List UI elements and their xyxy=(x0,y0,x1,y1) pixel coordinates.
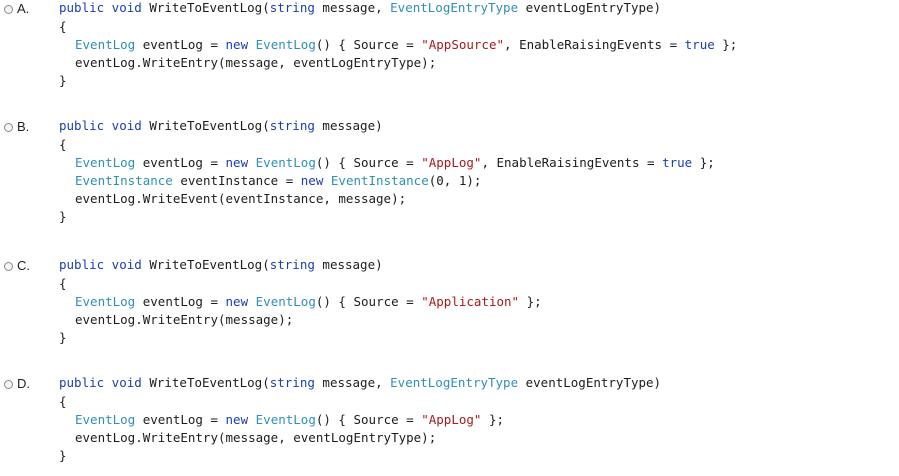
code-line: eventLog.WriteEntry(message, eventLogEnt… xyxy=(75,430,436,446)
code-line: public void WriteToEventLog(string messa… xyxy=(59,257,383,273)
code-text: }; xyxy=(519,294,542,309)
code-text: WriteToEventLog( xyxy=(149,118,270,133)
code-type-name: EventLog xyxy=(255,412,316,427)
code-keyword: string xyxy=(269,0,315,15)
code-keyword: string xyxy=(269,118,315,133)
code-text: eventLogEntryType) xyxy=(518,0,662,15)
option-d-radio-button[interactable] xyxy=(4,380,13,389)
code-keyword: public void xyxy=(59,0,150,15)
code-keyword: public void xyxy=(59,118,150,133)
code-keyword: true xyxy=(662,155,693,170)
option-c-radio-button[interactable] xyxy=(4,262,13,271)
code-text: eventLog = xyxy=(135,37,226,52)
code-text: eventLog.WriteEntry(message); xyxy=(75,312,294,327)
code-text: { xyxy=(59,276,67,291)
code-line: EventLog eventLog = new EventLog() { Sou… xyxy=(75,37,737,53)
code-string-literal: "AppSource" xyxy=(421,37,505,52)
code-type-name: EventLog xyxy=(75,412,136,427)
code-type-name: EventLog xyxy=(75,155,136,170)
code-keyword: new xyxy=(225,37,256,52)
code-type-name: EventLog xyxy=(255,37,316,52)
code-text: WriteToEventLog( xyxy=(149,257,270,272)
code-line: { xyxy=(59,394,67,410)
code-text: eventLog.WriteEntry(message, eventLogEnt… xyxy=(75,55,437,70)
code-line: EventLog eventLog = new EventLog() { Sou… xyxy=(75,412,504,428)
code-text: { xyxy=(59,19,67,34)
code-text: } xyxy=(59,209,67,224)
code-text: eventLog = xyxy=(135,412,226,427)
code-type-name: EventLog xyxy=(75,294,136,309)
code-text: () { Source = xyxy=(315,294,422,309)
code-line: { xyxy=(59,19,67,35)
code-text: { xyxy=(59,394,67,409)
code-text: { xyxy=(59,137,67,152)
code-line: public void WriteToEventLog(string messa… xyxy=(59,375,661,391)
code-keyword: public void xyxy=(59,257,150,272)
code-text: (0, 1); xyxy=(428,173,482,188)
code-text: }; xyxy=(692,155,715,170)
code-keyword: new xyxy=(225,412,256,427)
code-keyword: public void xyxy=(59,375,150,390)
code-type-name: EventLogEntryType xyxy=(390,375,519,390)
code-line: EventLog eventLog = new EventLog() { Sou… xyxy=(75,294,542,310)
code-text: WriteToEventLog( xyxy=(149,0,270,15)
code-line: { xyxy=(59,137,67,153)
code-line: eventLog.WriteEntry(message, eventLogEnt… xyxy=(75,55,436,71)
code-text: eventLog = xyxy=(135,155,226,170)
code-type-name: EventLog xyxy=(255,155,316,170)
code-line: EventLog eventLog = new EventLog() { Sou… xyxy=(75,155,715,171)
code-keyword: string xyxy=(269,257,315,272)
code-text: }; xyxy=(714,37,738,52)
code-text: () { Source = xyxy=(315,155,422,170)
code-text: } xyxy=(59,448,67,463)
code-text: eventLog.WriteEvent(eventInstance, messa… xyxy=(75,191,407,206)
code-line: public void WriteToEventLog(string messa… xyxy=(59,0,661,16)
code-text: () { Source = xyxy=(315,412,422,427)
code-line: } xyxy=(59,448,67,464)
option-a-letter: A. xyxy=(17,1,30,16)
code-keyword: true xyxy=(684,37,715,52)
code-type-name: EventLogEntryType xyxy=(390,0,519,15)
code-text: , EnableRaisingEvents = xyxy=(481,155,663,170)
code-keyword: new xyxy=(225,294,256,309)
code-text: eventLog = xyxy=(135,294,226,309)
option-c-letter: C. xyxy=(17,258,30,273)
code-text: message, xyxy=(314,375,391,390)
code-keyword: string xyxy=(269,375,315,390)
code-text: message) xyxy=(314,257,383,272)
code-text: } xyxy=(59,330,67,345)
code-keyword: new xyxy=(225,155,256,170)
option-b-letter: B. xyxy=(17,119,30,134)
code-text: message) xyxy=(314,118,383,133)
option-a-radio-button[interactable] xyxy=(4,5,13,14)
code-line: } xyxy=(59,209,67,225)
code-string-literal: "Application" xyxy=(421,294,520,309)
code-keyword: new xyxy=(300,173,331,188)
code-text: eventLogEntryType) xyxy=(518,375,662,390)
code-line: EventInstance eventInstance = new EventI… xyxy=(75,173,481,189)
code-type-name: EventLog xyxy=(255,294,316,309)
option-b-radio-button[interactable] xyxy=(4,123,13,132)
code-string-literal: "AppLog" xyxy=(421,155,482,170)
code-line: } xyxy=(59,330,67,346)
code-text: , EnableRaisingEvents = xyxy=(504,37,685,52)
code-text: WriteToEventLog( xyxy=(149,375,270,390)
code-string-literal: "AppLog" xyxy=(421,412,482,427)
option-d-letter: D. xyxy=(17,376,30,391)
code-text: () { Source = xyxy=(315,37,422,52)
code-text: }; xyxy=(481,412,505,427)
code-type-name: EventInstance xyxy=(330,173,429,188)
code-text: eventLog.WriteEntry(message, eventLogEnt… xyxy=(75,430,437,445)
code-line: public void WriteToEventLog(string messa… xyxy=(59,118,383,134)
code-line: eventLog.WriteEntry(message); xyxy=(75,312,293,328)
code-text: eventInstance = xyxy=(172,173,301,188)
code-text: message, xyxy=(314,0,391,15)
code-line: eventLog.WriteEvent(eventInstance, messa… xyxy=(75,191,406,207)
code-text: } xyxy=(59,73,67,88)
code-line: { xyxy=(59,276,67,292)
code-type-name: EventInstance xyxy=(75,173,173,188)
code-type-name: EventLog xyxy=(75,37,136,52)
code-line: } xyxy=(59,73,67,89)
